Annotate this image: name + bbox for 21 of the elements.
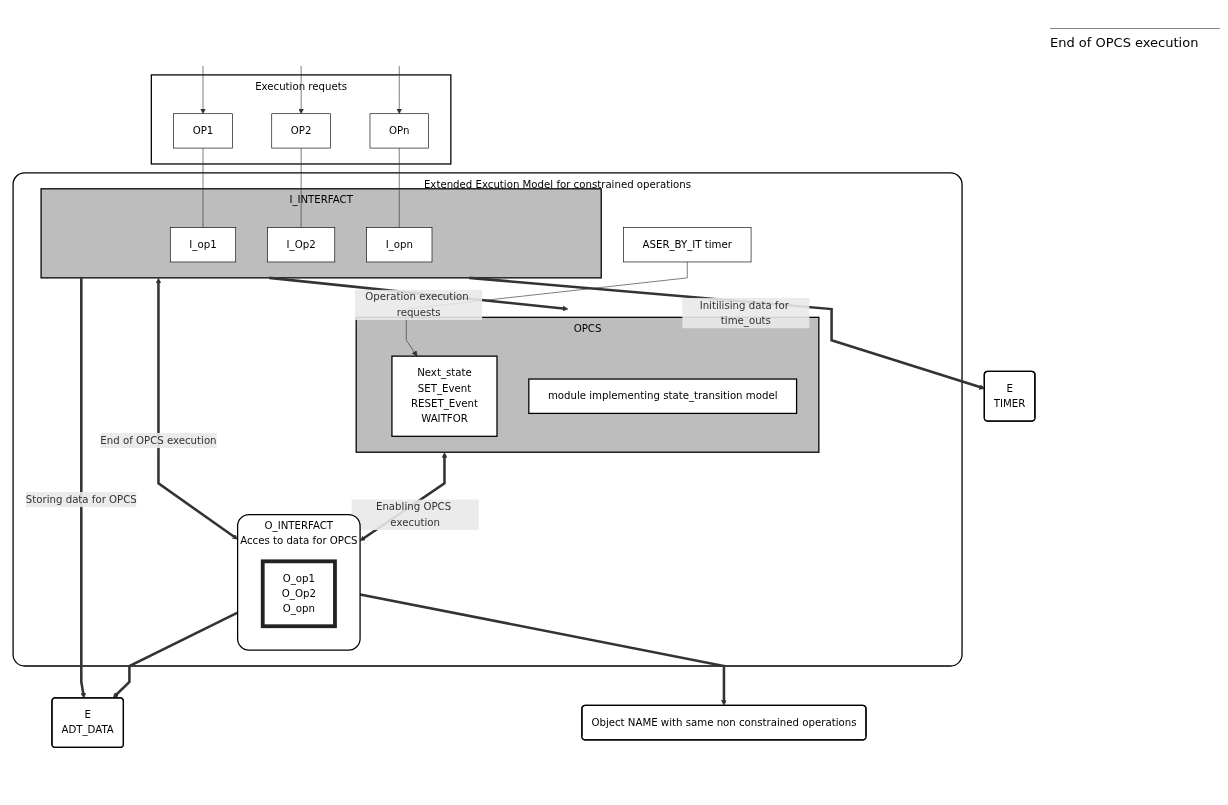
note-text: End of OPCS execution [1050, 28, 1220, 50]
node-box: I_op1 [169, 227, 237, 263]
connector [300, 148, 302, 229]
node-box: I_Op2 [267, 227, 336, 263]
connector [398, 148, 400, 229]
node-box: O_op1 O_Op2 O_opn [260, 559, 337, 629]
edge-label: Operation execution requests [365, 291, 469, 319]
arrow [469, 276, 985, 390]
node-box: OP2 [271, 113, 331, 149]
node-box: ASER_BY_IT timer [623, 227, 752, 263]
node-box: Next_state SET_Event RESET_Event WAITFOR [391, 355, 498, 438]
arrow [155, 278, 238, 540]
node-box: I_opn [366, 227, 433, 263]
node-box: OP1 [173, 113, 233, 149]
node-box: module implementing state_transition model [528, 378, 798, 415]
edge-label: End of OPCS execution [100, 434, 217, 447]
edge-label: Enabling OPCS execution [375, 500, 452, 529]
arrow [80, 278, 86, 699]
edge-label: Storing data for OPCS [25, 493, 137, 506]
node-box: OPn [369, 113, 429, 149]
connector [202, 148, 204, 229]
